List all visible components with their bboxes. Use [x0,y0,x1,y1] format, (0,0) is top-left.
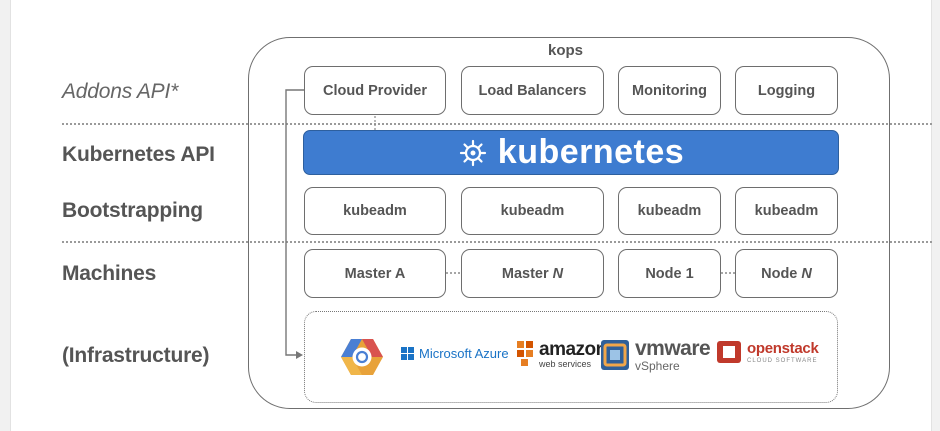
amazon-web-services-logo: amazon web services [516,339,607,369]
logging-box: Logging [735,66,838,115]
row-label-addons-api: Addons API* [62,80,179,103]
master-n-variable: N [552,265,564,282]
monitoring-box: Monitoring [618,66,721,115]
kubeadm-box: kubeadm [735,187,838,235]
kubeadm-box: kubeadm [304,187,446,235]
windows-flag-icon [401,347,414,360]
node-1-label: Node 1 [645,265,694,282]
kubernetes-wordmark: kubernetes [497,133,685,171]
kubeadm-label: kubeadm [637,203,702,219]
row-label-infrastructure: (Infrastructure) [62,344,210,367]
openstack-sub-label: CLOUD SOFTWARE [747,357,818,364]
kubeadm-box: kubeadm [461,187,604,235]
master-n-label: Master [501,265,549,282]
load-balancers-box: Load Balancers [461,66,604,115]
monitoring-label: Monitoring [632,82,707,99]
microsoft-azure-logo: Microsoft Azure [401,346,509,361]
vsphere-icon [601,340,629,370]
logging-label: Logging [757,82,816,99]
right-edge [931,0,940,431]
kubeadm-label: kubeadm [754,203,819,219]
master-a-box: Master A [304,249,446,298]
openstack-icon [717,341,741,363]
kubernetes-bar: kubernetes [303,130,839,175]
node-1-box: Node 1 [618,249,721,298]
kubernetes-helm-icon [459,139,486,166]
azure-label: Microsoft Azure [419,346,509,361]
row-label-kubernetes-api: Kubernetes API [62,143,215,166]
row-label-machines: Machines [62,262,157,285]
node-n-label: Node [761,265,798,282]
web-services-label: web services [539,358,592,369]
vmware-label: vmware [635,337,711,360]
kubeadm-label: kubeadm [343,203,407,219]
kubeadm-box: kubeadm [618,187,721,235]
aws-cubes-icon [517,341,533,366]
cloud-provider-label: Cloud Provider [323,82,427,99]
kops-boundary [248,37,890,409]
infrastructure-box [304,311,838,403]
openstack-label: openstack [747,339,819,357]
kubeadm-label: kubeadm [500,203,565,219]
kops-label: kops [548,42,584,59]
load-balancers-label: Load Balancers [478,82,587,99]
divider-line [62,123,932,125]
row-label-bootstrapping: Bootstrapping [62,199,203,222]
cloud-provider-box: Cloud Provider [304,66,446,115]
vsphere-label: vSphere [635,359,680,373]
amazon-label: amazon [539,338,607,360]
node-n-variable: N [801,265,812,282]
master-a-label: Master A [344,265,406,282]
openstack-logo: openstack CLOUD SOFTWARE [716,340,819,364]
vmware-vsphere-logo: vmware vSphere [600,337,711,373]
divider-line [62,241,932,243]
google-cloud-hexagon-icon [340,336,384,378]
left-edge [0,0,11,431]
